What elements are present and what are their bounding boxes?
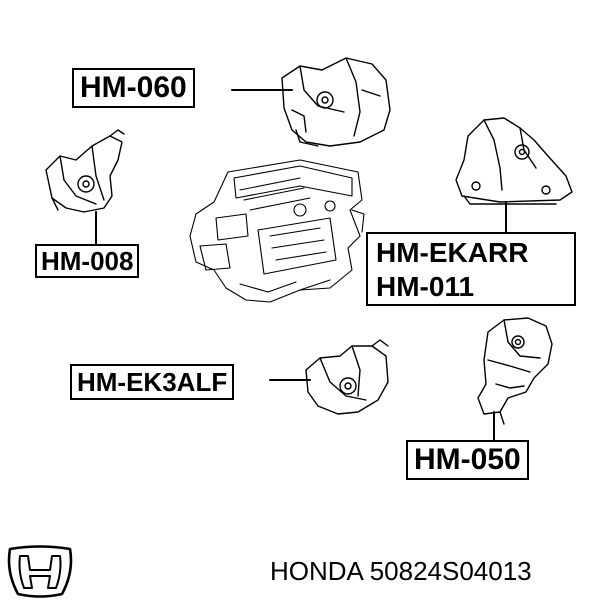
leader-lines xyxy=(95,89,507,441)
footer-part-caption: HONDA 50824S04013 xyxy=(270,556,532,587)
honda-logo-icon xyxy=(7,545,73,598)
hm008-mount-drawing xyxy=(45,129,125,213)
hmek3alf-mount-drawing xyxy=(305,339,389,415)
part-label-hm060: HM-060 xyxy=(72,68,195,108)
part-label-hm050: HM-050 xyxy=(406,440,529,480)
hmekarr-mount-drawing xyxy=(455,117,573,205)
part-label-hmekarr: HM-EKARR xyxy=(376,237,529,268)
part-label-hmek3alf: HM-EK3ALF xyxy=(70,364,235,400)
hm050-mount-drawing xyxy=(477,317,553,425)
part-label-hm011: HM-011 xyxy=(376,271,475,302)
part-label-hm008: HM-008 xyxy=(35,244,140,278)
part-label-hmekarr-hm011: HM-EKARR HM-011 xyxy=(366,232,576,306)
footer-brand: HONDA xyxy=(270,556,363,586)
footer-part-number: 50824S04013 xyxy=(369,556,532,586)
engine-block-drawing xyxy=(189,159,365,303)
hm060-mount-drawing xyxy=(281,57,391,147)
